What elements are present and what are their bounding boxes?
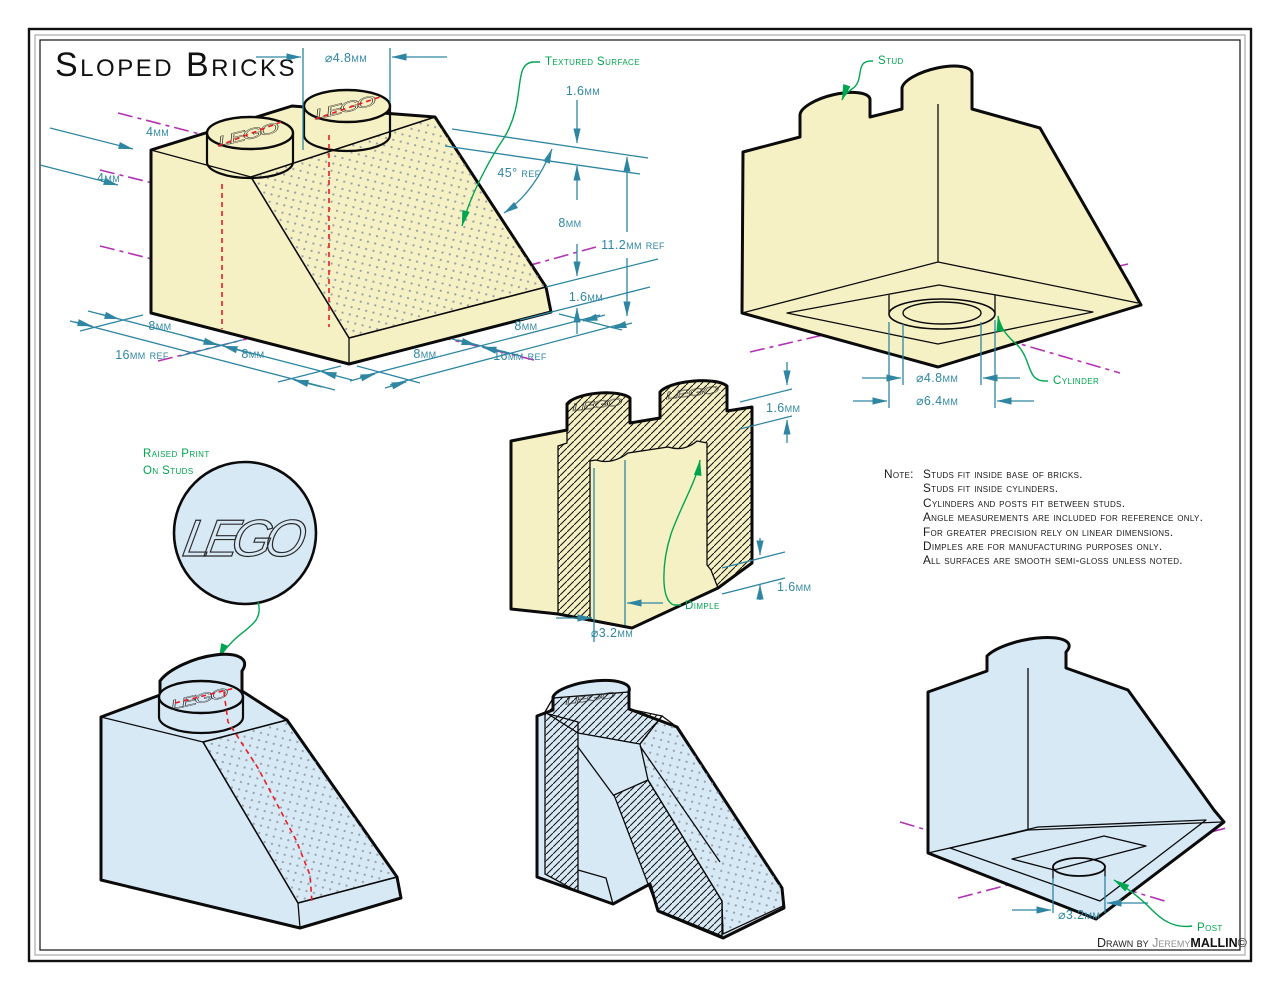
dim-total-label: 11.2mm ref xyxy=(601,238,665,252)
blue-brick-stud: LEGO xyxy=(157,679,245,735)
note-line: Dimples are for manufacturing purposes o… xyxy=(923,539,1163,553)
blue-inverted-brick: ⌀3.2mm Post xyxy=(899,635,1231,934)
dim-bl8b-label: 8mm xyxy=(241,347,264,361)
attribution-copyright: © xyxy=(1238,936,1248,950)
dim-4mm-top-label: 4mm xyxy=(146,125,169,139)
dim-br16-label: 16mm ref xyxy=(493,349,547,363)
dim-bl8-label: 8mm xyxy=(148,319,171,333)
brick1-slope-view: LEGO LEGO xyxy=(99,88,597,366)
callout-raised-print-1: Raised Print xyxy=(143,448,210,460)
note-line: Angle measurements are included for refe… xyxy=(923,510,1203,524)
section-view: LEGO LEGO ⌀3.2mm 1.6mm 1.6mm Dimple xyxy=(509,362,811,642)
callout-textured-surface: Textured Surface xyxy=(545,56,640,68)
blue-slope-brick: LEGO xyxy=(99,652,403,930)
lego-logo: LEGO xyxy=(179,510,313,568)
note-line: For greater precision rely on linear dim… xyxy=(923,525,1174,539)
brick1-dimensions: ⌀4.8mm 4mm 4mm 1.6mm 45° ref 8mm 11.2mm … xyxy=(39,48,665,391)
dim-angle-label: 45° ref xyxy=(497,166,540,180)
dim-post-phi32-label: ⌀3.2mm xyxy=(1058,908,1100,922)
dim-cyl-phi64-label: ⌀6.4mm xyxy=(916,394,958,408)
post xyxy=(1011,835,1147,879)
frame xyxy=(27,27,1253,963)
dim-dimple-phi32-label: ⌀3.2mm xyxy=(591,626,633,640)
callout-cylinder: Cylinder xyxy=(1053,375,1099,387)
dim-lip-top-label: 1.6mm xyxy=(566,84,600,98)
dim-bl16-label: 16mm ref xyxy=(115,348,169,362)
callout-dimple: Dimple xyxy=(685,600,720,612)
note-line: Studs fit inside cylinders. xyxy=(923,481,1058,495)
note-line: All surfaces are smooth semi-gloss unles… xyxy=(923,553,1183,567)
callout-raised-print-2: On Studs xyxy=(143,465,194,477)
note-line: Studs fit inside base of bricks. xyxy=(923,467,1083,481)
attribution-prefix: Drawn by xyxy=(1097,936,1152,950)
dim-wall-label: 1.6mm xyxy=(777,580,811,594)
attribution-first-name: Jeremy xyxy=(1152,936,1190,950)
callout-stud: Stud xyxy=(878,55,904,67)
dim-rise-label: 8mm xyxy=(558,216,581,230)
dim-stud-height-label: 1.6mm xyxy=(766,401,800,415)
dim-phi48-label: ⌀4.8mm xyxy=(325,51,367,65)
dim-br8-label: 8mm xyxy=(514,319,537,333)
dim-cyl-phi48-label: ⌀4.8mm xyxy=(916,371,958,385)
brick2-inverted-view: ⌀4.8mm ⌀6.4mm Stud Cylinder xyxy=(740,55,1143,408)
page-title: Sloped Bricks xyxy=(55,46,297,84)
brick2-cylinder xyxy=(888,295,996,330)
dim-4mm-bot-label: 4mm xyxy=(97,171,120,185)
lego-print-detail: Raised Print On Studs LEGO xyxy=(143,448,318,660)
attribution-last-name: MALLIN xyxy=(1190,936,1237,950)
blue-section-brick: LEGO xyxy=(535,678,786,940)
note-block: Note: Studs fit inside base of bricks. S… xyxy=(884,467,1203,567)
brick1-stud-right: LEGO xyxy=(302,88,392,153)
dim-lip-bot-label: 1.6mm xyxy=(569,290,603,304)
print-detail-circle xyxy=(172,460,318,606)
note-line: Cylinders and posts fit between studs. xyxy=(923,496,1125,510)
dim-br8b-label: 8mm xyxy=(413,347,436,361)
attribution: Drawn by JeremyMALLIN© xyxy=(1097,936,1248,950)
callout-post: Post xyxy=(1197,922,1223,934)
note-label: Note: xyxy=(884,467,914,481)
